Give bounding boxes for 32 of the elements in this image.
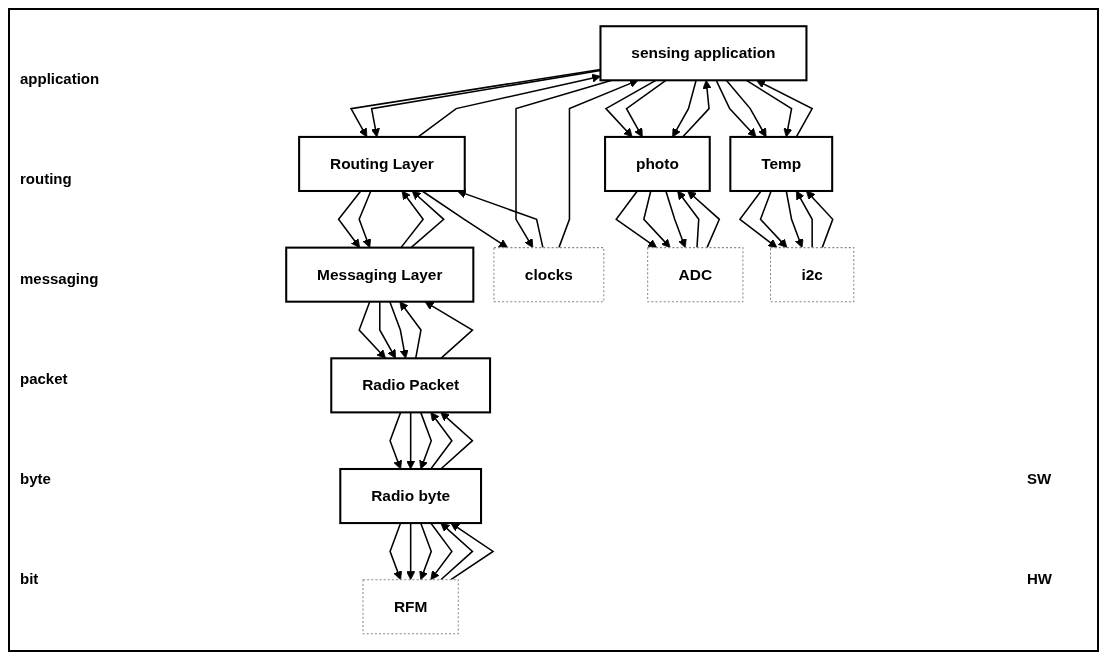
arrow — [457, 189, 544, 249]
level-label: routing — [20, 170, 72, 187]
node-box — [647, 247, 744, 303]
node-box — [599, 25, 808, 82]
arrow — [738, 190, 778, 249]
arrow — [759, 190, 788, 249]
domain-label: SW — [1027, 470, 1052, 487]
node-box — [362, 579, 459, 635]
arrow — [421, 190, 508, 249]
layer-diagram: sensing application Routing Layer Messaging Layer Radio Packet Radio byte photo Temp RFM clocks ADC i2c — [140, 18, 1000, 642]
node-box — [729, 135, 834, 192]
arrow — [687, 190, 721, 249]
domain-label: HW — [1027, 570, 1052, 587]
node-box — [298, 135, 466, 192]
node-box — [493, 247, 605, 303]
arrow — [806, 190, 834, 249]
level-label: packet — [20, 370, 68, 387]
level-label: byte — [20, 470, 51, 487]
arrow — [795, 190, 813, 249]
arrow — [785, 190, 804, 249]
node-box — [770, 247, 855, 303]
node-box — [330, 357, 492, 414]
level-label: messaging — [20, 270, 99, 287]
level-label: bit — [20, 570, 39, 587]
node-box — [285, 246, 475, 303]
node-box — [339, 468, 483, 525]
node-box — [604, 135, 711, 192]
arrow — [677, 190, 700, 249]
arrow — [642, 190, 671, 249]
level-label: application — [20, 70, 100, 87]
arrow — [615, 190, 658, 249]
arrow — [665, 190, 687, 249]
